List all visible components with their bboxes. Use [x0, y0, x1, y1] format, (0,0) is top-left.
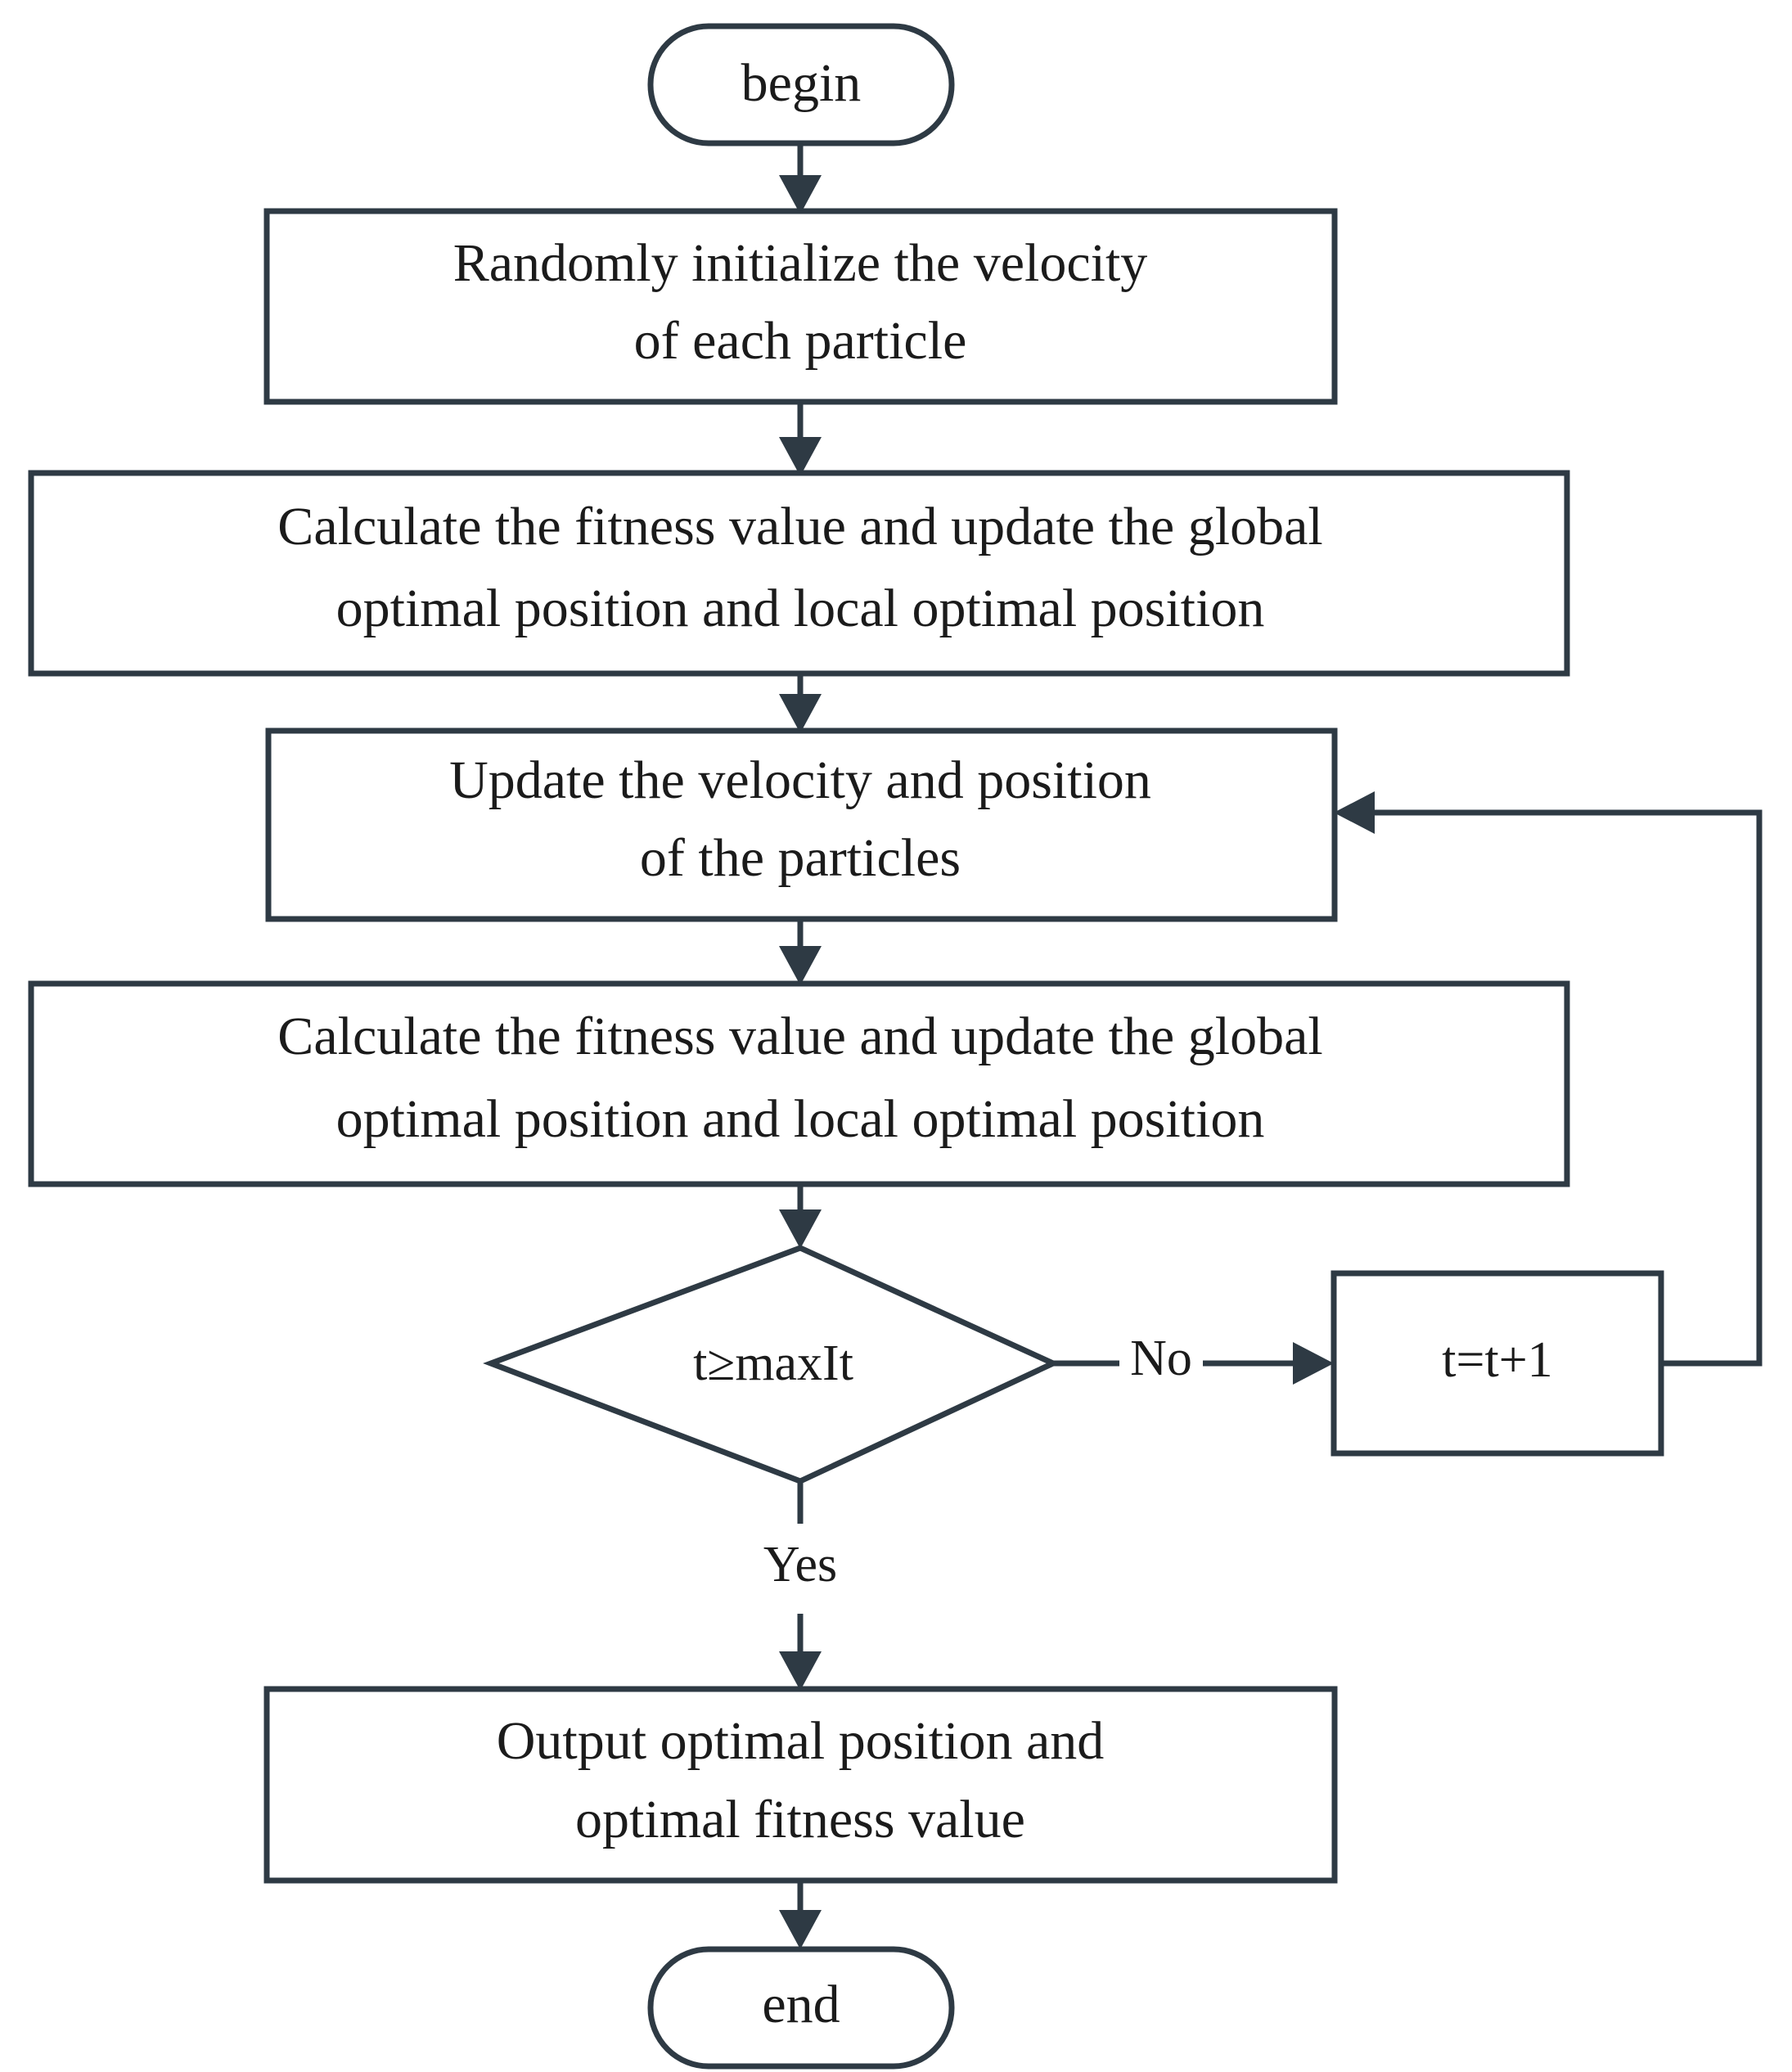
connector-decision-yes-to-output — [779, 1481, 822, 1691]
connector-update-to-calc2 — [779, 918, 822, 985]
connector-calc2-to-decision — [779, 1183, 822, 1249]
edge-label-no: No — [1130, 1331, 1192, 1386]
node-output-line2: optimal fitness value — [575, 1790, 1025, 1849]
node-end[interactable]: end — [647, 1946, 955, 2070]
node-init-velocity-line2: of each particle — [634, 311, 967, 371]
connector-increment-loopback — [1334, 791, 1763, 1367]
connector-init-to-calc1 — [779, 401, 822, 476]
node-begin-label: begin — [741, 53, 862, 113]
node-update-particles-line2: of the particles — [640, 828, 961, 888]
node-calc-fitness-1[interactable]: Calculate the fitness value and update t… — [28, 470, 1570, 677]
node-calc-fitness-2-line2: optimal position and local optimal posit… — [336, 1089, 1265, 1149]
connector-begin-to-init — [779, 143, 822, 214]
node-calc-fitness-2[interactable]: Calculate the fitness value and update t… — [28, 980, 1570, 1187]
node-output-line1: Output optimal position and — [497, 1711, 1104, 1771]
node-update-particles[interactable]: Update the velocity and position of the … — [265, 727, 1338, 922]
node-calc-fitness-1-line1: Calculate the fitness value and update t… — [277, 497, 1322, 556]
node-decision-maxit[interactable]: t≥maxIt — [483, 1245, 1060, 1484]
node-increment-label: t=t+1 — [1442, 1332, 1552, 1388]
node-init-velocity-line1: Randomly initialize the velocity — [453, 233, 1148, 293]
node-output[interactable]: Output optimal position and optimal fitn… — [263, 1686, 1338, 1884]
connector-output-to-end — [779, 1881, 822, 1949]
node-increment[interactable]: t=t+1 — [1330, 1270, 1664, 1457]
node-init-velocity[interactable]: Randomly initialize the velocity of each… — [263, 208, 1338, 405]
edge-label-yes: Yes — [763, 1537, 837, 1592]
node-end-label: end — [762, 1975, 840, 2034]
node-begin[interactable]: begin — [647, 23, 955, 146]
connector-calc1-to-update — [779, 673, 822, 733]
connector-decision-no-to-increment — [1053, 1342, 1334, 1385]
node-calc-fitness-1-line2: optimal position and local optimal posit… — [336, 579, 1265, 638]
node-calc-fitness-2-line1: Calculate the fitness value and update t… — [277, 1007, 1322, 1066]
node-decision-label: t≥maxIt — [693, 1336, 853, 1391]
node-update-particles-line1: Update the velocity and position — [449, 750, 1151, 810]
